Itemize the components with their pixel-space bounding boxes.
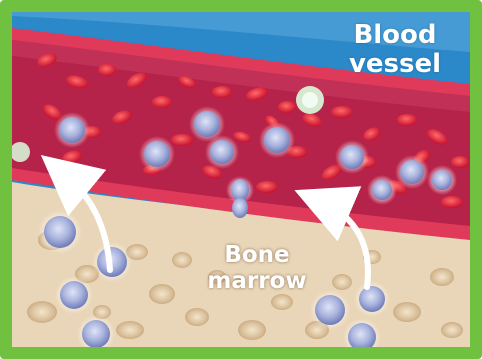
red-blood-cell [397,114,417,126]
white-blood-cell [372,180,392,200]
blood-vessel-label: Blood vessel [330,22,460,80]
red-blood-cell [212,86,232,98]
white-blood-cell [144,141,170,167]
red-blood-cell [278,101,296,113]
white-blood-cell [264,127,290,153]
red-blood-cell [171,134,193,146]
white-blood-cell [60,281,88,309]
blood-vessel-label-line-2: vessel [330,51,460,77]
light-cell [302,92,318,108]
bone-marrow-label: Bone marrow [192,244,322,296]
white-blood-cell [59,117,85,143]
bone-marrow-label-line-2: marrow [192,270,322,293]
red-blood-cell [441,196,463,208]
blood-vessel-label-line-1: Blood [330,22,460,48]
red-blood-cell [152,96,172,108]
white-blood-cell [210,140,234,164]
bone-marrow-label-line-1: Bone [192,244,322,267]
white-blood-cell [400,160,424,184]
white-blood-cell [315,295,345,325]
white-blood-cell [194,111,220,137]
red-blood-cell [451,156,469,168]
white-blood-cell [432,170,452,190]
red-blood-cell [256,181,278,193]
white-blood-cell [359,286,385,312]
white-blood-cell [340,145,364,169]
red-blood-cell [331,106,353,118]
red-blood-cell [98,64,116,76]
white-blood-cell [82,320,110,347]
white-blood-cell [44,216,76,248]
